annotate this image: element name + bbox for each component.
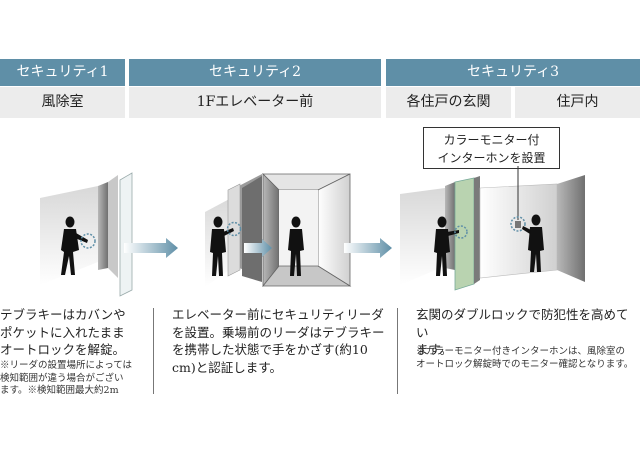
divider-2 xyxy=(397,308,398,394)
arrow-3 xyxy=(344,238,392,258)
callout-line-1: カラーモニター付 xyxy=(443,133,540,147)
note1-line-2: 検知範囲が違う場合がござい xyxy=(0,372,124,384)
arrow-2 xyxy=(244,239,272,257)
desc1-line-2: ポケットに入れたまま xyxy=(0,324,125,340)
scene-windbreak-room xyxy=(40,172,133,297)
desc1-line-1: テブラキーはカバンや xyxy=(0,307,126,322)
location-elevator-hall: 1Fエレベーター前 xyxy=(129,87,381,118)
desc2-line-4: cm)と認証します。 xyxy=(172,359,282,375)
scene3-front-door xyxy=(454,177,475,291)
note-security-3: ※カラーモニター付きインターホンは、風除室の オートロック解錠時でのモニター確認… xyxy=(416,346,640,371)
desc2-line-3: を携帯した状態で手をかざす(約10 xyxy=(172,342,368,357)
scene1-detection-icon xyxy=(80,233,96,249)
scene1-reader-wall xyxy=(98,182,108,270)
note3-line-1: ※カラーモニター付きインターホンは、風除室の xyxy=(416,346,626,357)
description-security-2: エレベーター前にセキュリティリーダ を設置。乗場前のリーダはテブラキー を携帯し… xyxy=(172,306,394,376)
header-security-3: セキュリティ3 xyxy=(386,59,640,86)
arrow-1 xyxy=(124,238,178,258)
desc1-line-3: オートロックを解錠。 xyxy=(0,342,126,357)
callout-line-2: インターホンを設置 xyxy=(437,151,546,165)
location-unit-entrance: 各住戸の玄関 xyxy=(386,87,511,118)
scene-unit-entrance xyxy=(400,176,480,291)
note-security-1: ※リーダの設置場所によっては 検知範囲が違う場合がござい ます。※検知範囲最大約… xyxy=(0,360,150,398)
security-illustrations xyxy=(40,166,585,297)
desc3-line-2: ます。 xyxy=(416,342,453,357)
header-security-1: セキュリティ1 xyxy=(0,59,125,86)
note1-line-1: ※リーダの設置場所によっては xyxy=(0,360,133,371)
scene2-person xyxy=(210,216,234,276)
desc2-line-1: エレベーター前にセキュリティリーダ xyxy=(172,307,384,322)
intercom-callout: カラーモニター付 インターホンを設置 xyxy=(423,127,560,169)
desc2-line-2: を設置。乗場前のリーダはテブラキー xyxy=(172,324,385,340)
location-windbreak-room: 風除室 xyxy=(0,87,125,118)
scene1-wall-edge xyxy=(108,175,118,278)
scene3-entrance-person xyxy=(434,216,459,276)
divider-1 xyxy=(153,308,154,394)
note1-line-3: ます。※検知範囲最大約2m xyxy=(0,385,119,396)
scene3-lock-icon xyxy=(454,225,468,239)
header-security-2: セキュリティ2 xyxy=(129,59,381,86)
location-unit-interior: 住戸内 xyxy=(515,87,640,118)
description-security-1: テブラキーはカバンや ポケットに入れたまま オートロックを解錠。 xyxy=(0,306,150,359)
scene-unit-interior xyxy=(479,166,585,282)
scene2-elevator-person xyxy=(288,216,304,276)
scene3-interior-person xyxy=(522,214,544,272)
scene-elevator-hall xyxy=(205,173,352,288)
desc3-line-1: 玄関のダブルロックで防犯性を高めてい xyxy=(416,307,629,340)
description-security-3: 玄関のダブルロックで防犯性を高めてい ます。 xyxy=(416,306,640,359)
scene1-glass-door xyxy=(119,172,133,297)
intercom-icon xyxy=(510,216,526,232)
note3-line-2: オートロック解錠時でのモニター確認となります。 xyxy=(416,358,634,370)
scene2-reader-icon xyxy=(226,221,242,237)
